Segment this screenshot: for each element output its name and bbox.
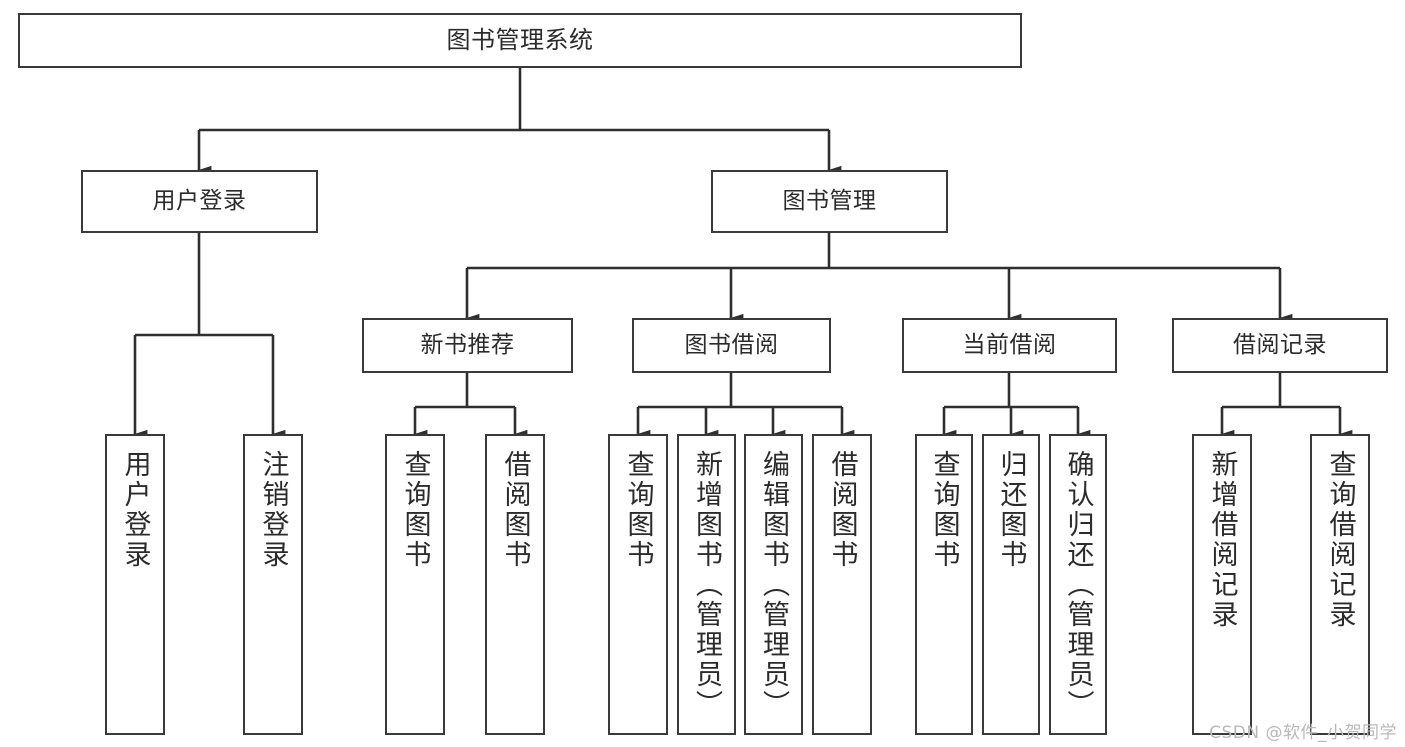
node-label: 新增图书（管理员）	[691, 450, 722, 720]
node-label: 查询图书	[622, 450, 654, 570]
node-leaf-confirm-return[interactable]: 确认归还（管理员）	[1049, 434, 1107, 735]
node-borrow-record[interactable]: 借阅记录	[1172, 318, 1388, 373]
node-book-management[interactable]: 图书管理	[711, 170, 948, 233]
node-leaf-query-book-new[interactable]: 查询图书	[385, 434, 445, 735]
node-leaf-query-borrow-record[interactable]: 查询借阅记录	[1310, 434, 1370, 735]
node-current-borrow[interactable]: 当前借阅	[902, 318, 1117, 373]
node-label: 当前借阅	[962, 331, 1057, 358]
node-label: 编辑图书（管理员）	[758, 450, 789, 720]
node-label: 新增借阅记录	[1206, 450, 1238, 630]
node-leaf-user-login[interactable]: 用户登录	[105, 434, 165, 735]
node-leaf-return-book[interactable]: 归还图书	[982, 434, 1040, 735]
node-leaf-query-book-borrow[interactable]: 查询图书	[608, 434, 668, 735]
node-label: 用户登录	[119, 450, 151, 570]
node-root-book-management-system[interactable]: 图书管理系统	[18, 13, 1022, 68]
node-label: 注销登录	[257, 450, 289, 570]
node-new-book-recommend[interactable]: 新书推荐	[362, 318, 573, 373]
node-leaf-edit-book[interactable]: 编辑图书（管理员）	[744, 434, 803, 735]
node-label: 图书管理	[782, 187, 877, 214]
node-label: 图书管理系统	[446, 26, 594, 55]
node-leaf-borrow-book-new[interactable]: 借阅图书	[485, 434, 545, 735]
node-label: 确认归还（管理员）	[1062, 450, 1094, 720]
node-book-borrow[interactable]: 图书借阅	[632, 318, 831, 373]
node-label: 借阅图书	[499, 450, 531, 570]
node-label: 归还图书	[995, 450, 1027, 570]
node-label: 查询借阅记录	[1324, 450, 1356, 630]
node-leaf-add-borrow-record[interactable]: 新增借阅记录	[1192, 434, 1252, 735]
node-label: 查询图书	[399, 450, 431, 570]
node-label: 借阅图书	[826, 450, 858, 570]
node-label: 用户登录	[152, 187, 247, 214]
node-label: 新书推荐	[420, 331, 515, 358]
node-label: 借阅记录	[1233, 331, 1327, 358]
node-user-login[interactable]: 用户登录	[81, 170, 318, 233]
watermark-credit: CSDN @软件_小贺同学	[1209, 723, 1397, 743]
node-leaf-query-book-current[interactable]: 查询图书	[915, 434, 973, 735]
node-label: 图书借阅	[684, 331, 779, 358]
node-leaf-borrow-book[interactable]: 借阅图书	[812, 434, 872, 735]
node-leaf-logout[interactable]: 注销登录	[243, 434, 303, 735]
node-label: 查询图书	[928, 450, 960, 570]
node-leaf-add-book[interactable]: 新增图书（管理员）	[677, 434, 736, 735]
